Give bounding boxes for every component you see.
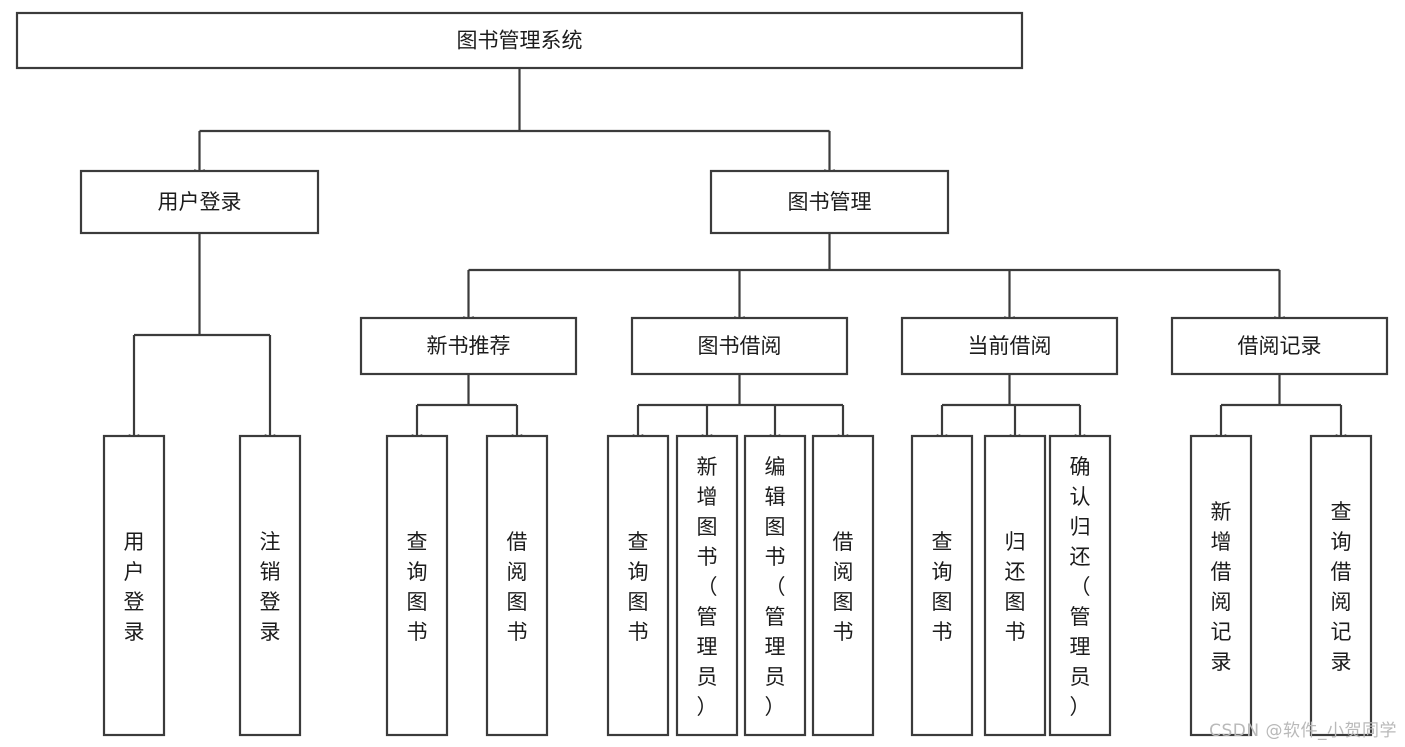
node-boxes: 图书管理系统用户登录图书管理新书推荐图书借阅当前借阅借阅记录用户登录注销登录查询… [15,11,1389,737]
node-leaf-query-borrow-record[interactable]: 查询借阅记录 [1309,434,1373,737]
node-leaf-return-book-label: 归还图书 [1005,530,1026,644]
connector-lines [128,68,1347,443]
node-leaf-borrow-book-rec[interactable]: 借阅图书 [485,434,549,737]
node-leaf-query-book-rec-box[interactable] [385,434,449,737]
node-leaf-borrow-book-label: 借阅图书 [833,530,854,644]
node-root-box[interactable] [15,11,1024,70]
node-leaf-user-login[interactable]: 用户登录 [102,434,166,737]
node-leaf-user-login-label: 用户登录 [124,530,145,644]
node-leaf-query-book-borrow-box[interactable] [606,434,670,737]
node-leaf-query-book-current-box[interactable] [910,434,974,737]
node-leaf-edit-book-admin-box[interactable] [743,434,807,737]
node-leaf-borrow-book-box[interactable] [811,434,875,737]
node-book-borrow-box[interactable] [630,316,849,376]
node-leaf-borrow-book-rec-label: 借阅图书 [507,530,528,644]
node-leaf-query-book-borrow[interactable]: 查询图书 [606,434,670,737]
node-user-login-label: 用户登录 [158,190,242,214]
node-current-borrow-label: 当前借阅 [968,334,1052,358]
node-leaf-query-book-current-label: 查询图书 [932,530,953,644]
node-leaf-query-book-borrow-label: 查询图书 [628,530,649,644]
node-book-borrow[interactable]: 图书借阅 [630,316,849,376]
node-leaf-logout-login[interactable]: 注销登录 [238,434,302,737]
node-new-book-recommend-box[interactable] [359,316,578,376]
node-leaf-add-book-admin[interactable]: 新增图书（管理员） [675,434,739,737]
node-leaf-confirm-return-admin-box[interactable] [1048,434,1112,737]
node-leaf-logout-login-label: 注销登录 [260,530,281,644]
node-leaf-add-borrow-record-label: 新增借阅记录 [1211,500,1232,674]
node-leaf-query-book-rec-label: 查询图书 [407,530,428,644]
node-leaf-add-book-admin-box[interactable] [675,434,739,737]
node-book-manage-label: 图书管理 [788,190,872,214]
node-user-login-box[interactable] [79,169,320,235]
node-root-label: 图书管理系统 [457,29,583,53]
node-current-borrow[interactable]: 当前借阅 [900,316,1119,376]
node-book-manage[interactable]: 图书管理 [709,169,950,235]
node-new-book-recommend-label: 新书推荐 [427,334,511,358]
node-leaf-query-book-rec[interactable]: 查询图书 [385,434,449,737]
node-borrow-record-label: 借阅记录 [1238,334,1322,358]
node-leaf-edit-book-admin-label: 编辑图书（管理员） [765,455,786,719]
node-leaf-query-borrow-record-label: 查询借阅记录 [1331,500,1352,674]
node-leaf-add-book-admin-label: 新增图书（管理员） [697,455,718,719]
node-leaf-return-book-box[interactable] [983,434,1047,737]
node-leaf-query-book-current[interactable]: 查询图书 [910,434,974,737]
node-leaf-return-book[interactable]: 归还图书 [983,434,1047,737]
node-leaf-user-login-box[interactable] [102,434,166,737]
node-leaf-edit-book-admin[interactable]: 编辑图书（管理员） [743,434,807,737]
node-leaf-add-borrow-record-box[interactable] [1189,434,1253,737]
node-current-borrow-box[interactable] [900,316,1119,376]
node-leaf-confirm-return-admin[interactable]: 确认归还（管理员） [1048,434,1112,737]
node-book-manage-box[interactable] [709,169,950,235]
node-leaf-add-borrow-record[interactable]: 新增借阅记录 [1189,434,1253,737]
node-leaf-borrow-book-rec-box[interactable] [485,434,549,737]
node-user-login[interactable]: 用户登录 [79,169,320,235]
node-leaf-borrow-book[interactable]: 借阅图书 [811,434,875,737]
node-root[interactable]: 图书管理系统 [15,11,1024,70]
node-borrow-record[interactable]: 借阅记录 [1170,316,1389,376]
node-book-borrow-label: 图书借阅 [698,334,782,358]
node-new-book-recommend[interactable]: 新书推荐 [359,316,578,376]
node-leaf-logout-login-box[interactable] [238,434,302,737]
node-leaf-query-borrow-record-box[interactable] [1309,434,1373,737]
node-borrow-record-box[interactable] [1170,316,1389,376]
node-leaf-confirm-return-admin-label: 确认归还（管理员） [1070,455,1091,719]
